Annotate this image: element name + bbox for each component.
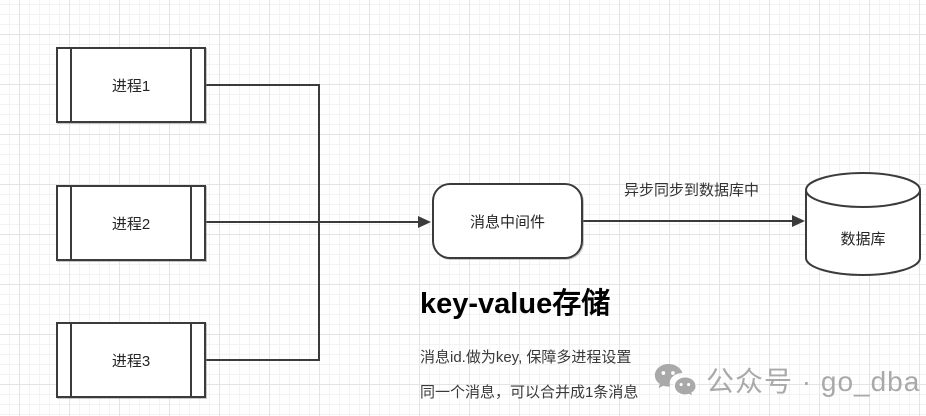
annotation-note-1: 消息id.做为key, 保障多进程设置 [420, 349, 632, 366]
process-1-label: 进程1 [111, 77, 151, 95]
process-bar [190, 324, 192, 396]
sync-edge-label: 异步同步到数据库中 [624, 182, 760, 199]
process-node-2: 进程2 [56, 185, 206, 261]
process-node-1: 进程1 [56, 47, 206, 123]
process-bar [190, 49, 192, 121]
process-bar [70, 187, 72, 259]
process-2-label: 进程2 [111, 215, 151, 233]
middleware-label: 消息中间件 [469, 213, 545, 231]
process-bar [190, 187, 192, 259]
database-label: 数据库 [840, 231, 886, 248]
arrowhead-database-icon [792, 215, 805, 227]
arrowhead-middleware-icon [418, 216, 431, 228]
process-3-label: 进程3 [111, 352, 151, 370]
watermark: 公众号 · go_dba [654, 360, 920, 400]
annotation-heading: key-value存储 [420, 288, 611, 320]
wechat-icon [654, 363, 697, 398]
process-bar [70, 49, 72, 121]
middleware-node: 消息中间件 [432, 183, 583, 259]
annotation-note-2: 同一个消息，可以合并成1条消息 [420, 384, 639, 401]
process-bar [70, 324, 72, 396]
database-cylinder [805, 172, 921, 276]
process-node-3: 进程3 [56, 322, 206, 398]
watermark-text: 公众号 · go_dba [706, 366, 921, 397]
